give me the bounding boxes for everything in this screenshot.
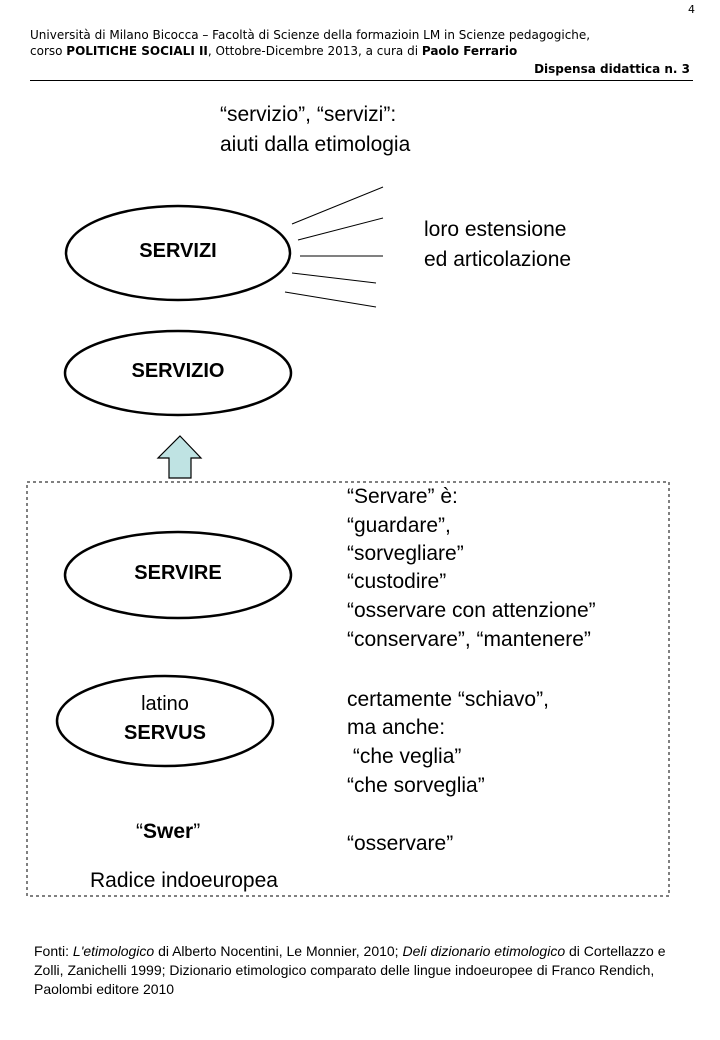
servare-line-6: “conservare”, “mantenere” [347, 628, 591, 651]
footer-part-1: Fonti: [34, 943, 73, 959]
header-course-middle: , Ottobre-Dicembre 2013, a cura di [207, 44, 422, 58]
servare-line-1: “Servare” è: [347, 485, 458, 508]
servus-line-1: certamente “schiavo”, [347, 688, 549, 711]
header-rule [30, 80, 693, 81]
header-dispensa: Dispensa didattica n. 3 [534, 62, 690, 76]
swer-meaning: “osservare” [347, 832, 454, 855]
footer-part-2: di Alberto Nocentini, Le Monnier, 2010; [154, 943, 403, 959]
footer-part-3: di Cortellazzo e Zolli, Zanichelli 1999;… [34, 943, 666, 997]
node-swer: “Swer” [136, 820, 200, 844]
sources-footer: Fonti: L'etimologico di Alberto Nocentin… [34, 942, 684, 999]
header-course-name: POLITICHE SOCIALI II [66, 44, 208, 58]
node-servizio: SERVIZIO [131, 360, 225, 382]
servus-line-3: “che veglia” [347, 745, 462, 768]
swer-open-quote: “ [136, 820, 143, 843]
footer-book-1: L'etimologico [72, 943, 155, 959]
swer-close-quote: ” [193, 820, 201, 843]
node-servus-bottom: SERVUS [124, 722, 206, 744]
servus-line-4: “che sorveglia” [347, 774, 485, 797]
header-author: Paolo Ferrario [421, 44, 518, 58]
extension-rays [284, 186, 384, 308]
up-arrow-icon [156, 435, 203, 479]
header-institution: Università di Milano Bicocca – Facoltà d… [30, 28, 591, 42]
ray-5 [284, 291, 377, 308]
page-number: 4 [688, 3, 695, 16]
node-servire: SERVIRE [134, 562, 222, 584]
diagram-title-line1: “servizio”, “servizi”: [220, 103, 397, 126]
servare-line-4: “custodire” [347, 570, 447, 593]
servus-line-2: ma anche: [347, 716, 446, 739]
extension-line2: ed articolazione [424, 248, 572, 271]
node-servus-top: latino [141, 693, 189, 715]
ellipse-servizio [63, 329, 293, 417]
node-radice: Radice indoeuropea [90, 869, 278, 892]
ellipse-servizi [64, 204, 292, 302]
swer-word: Swer [143, 820, 194, 843]
ellipse-servus [55, 674, 275, 768]
ray-4 [291, 272, 377, 284]
ellipse-servire [63, 530, 293, 620]
servare-line-2: “guardare”, [347, 514, 451, 537]
footer-book-2: Deli dizionario etimologico [402, 943, 566, 959]
extension-line1: loro estensione [424, 218, 567, 241]
ray-1 [291, 186, 384, 225]
diagram-title-line2: aiuti dalla etimologia [220, 133, 411, 156]
node-servizi: SERVIZI [139, 240, 217, 262]
servare-line-3: “sorvegliare” [347, 542, 464, 565]
header-course: corso POLITICHE SOCIALI II, Ottobre-Dice… [30, 43, 517, 59]
servare-line-5: “osservare con attenzione” [347, 599, 596, 622]
dashed-frame [26, 481, 670, 897]
ray-2 [297, 217, 384, 241]
header-course-prefix: corso [30, 44, 67, 58]
